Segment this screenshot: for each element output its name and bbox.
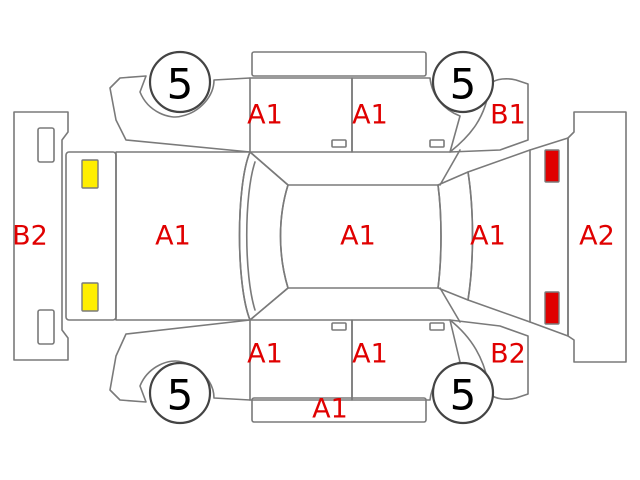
damage-codes: A1 A1 B1 B2 A1 A1 A1 A2 A1 A1 B2 A1 [12,100,615,425]
code-roof: A1 [340,221,376,252]
tire-front-top: 5 [148,50,212,114]
tire-front-bottom: 5 [148,361,212,425]
code-rear-fender-bottom: B2 [490,339,526,370]
code-rocker-bottom: A1 [312,394,348,425]
tire-rear-bottom: 5 [431,361,495,425]
svg-text:5: 5 [450,60,477,109]
rear-glass [437,171,474,301]
tire-rear-top: 5 [431,50,495,114]
code-hood: A1 [155,221,191,252]
code-front-door-bottom: A1 [247,339,283,370]
rear-bumper [567,111,627,363]
code-rear-fender-top: B1 [490,100,526,131]
svg-text:5: 5 [450,371,477,420]
code-rear-door-bottom: A1 [352,339,388,370]
code-rear-bumper: A2 [579,221,615,252]
front-grille [65,151,117,321]
svg-text:5: 5 [167,60,194,109]
front-lamp-bottom [81,282,99,312]
front-bumper [13,111,69,361]
rear-lamp-top [544,149,560,183]
code-rear-door-top: A1 [352,100,388,131]
code-front-bumper: B2 [12,221,48,252]
front-lamp-top [81,159,99,189]
code-rear-glass: A1 [470,221,506,252]
svg-text:5: 5 [167,371,194,420]
trunk-panel [467,149,531,323]
code-front-door-top: A1 [247,100,283,131]
rear-lamp-bottom [544,291,560,325]
